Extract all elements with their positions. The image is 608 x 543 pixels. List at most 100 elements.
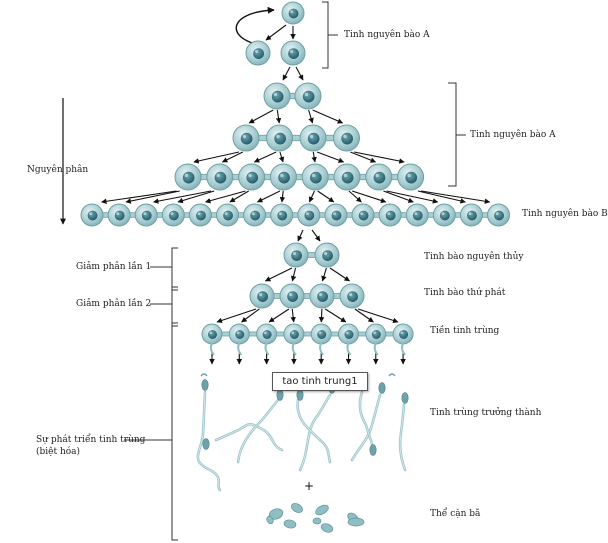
spermatogonia-a-row4-cell xyxy=(266,124,293,152)
label-spermatogonia-a-mid: Tinh nguyên bào A xyxy=(470,130,556,140)
division-arrow xyxy=(308,109,314,124)
division-arrow xyxy=(316,151,345,163)
division-arrow xyxy=(357,308,399,324)
spermatid-tail xyxy=(264,342,270,356)
sperm-head-tip xyxy=(388,373,396,377)
division-arrow xyxy=(311,229,321,242)
division-arrow xyxy=(324,308,347,323)
spermatogonia-a-row4-cell xyxy=(232,124,260,152)
division-arrow xyxy=(311,151,317,163)
tooltip: tao tinh trung1 xyxy=(272,372,368,391)
spermatid-cell xyxy=(365,323,387,345)
spermatogonia-a-row8-cell xyxy=(301,163,329,191)
division-arrow xyxy=(248,109,274,124)
spermatogonia-a-pair-cell xyxy=(294,82,322,110)
residual-body xyxy=(291,503,303,513)
spermatid-tail xyxy=(237,342,243,356)
bracket-meiosis-differentiation xyxy=(124,247,178,541)
label-differentiation-line1: Sự phát triển tinh trùng xyxy=(36,435,146,445)
division-arrow xyxy=(321,267,327,282)
division-arrow xyxy=(290,308,296,323)
division-arrow xyxy=(282,66,291,81)
spermatogonia-a-row8-cell xyxy=(206,163,234,191)
spermatogonia-a-row8-cell xyxy=(333,163,361,191)
mature-sperm xyxy=(350,382,386,462)
spermatogonia-b-row-cell xyxy=(107,203,131,227)
division-arrow xyxy=(264,267,293,282)
division-arrow xyxy=(317,190,335,203)
division-arrow xyxy=(295,66,304,81)
mature-sperm xyxy=(358,390,377,456)
division-arrow xyxy=(386,190,439,204)
spermatogonia-b-row-cell xyxy=(270,203,294,227)
mature-sperm xyxy=(398,392,409,472)
division-arrow xyxy=(329,267,350,282)
primary-spermatocyte-cell xyxy=(314,242,340,268)
spermatogonia-a-row8-cell xyxy=(269,163,297,191)
secondary-spermatocyte-cell xyxy=(279,283,305,309)
division-arrow xyxy=(279,190,286,203)
spermatogonia-b-row-cell xyxy=(161,203,185,227)
label-differentiation: Sự phát triển tinh trùng (biệt hóa) xyxy=(36,434,145,458)
residual-body xyxy=(312,517,322,525)
spermatid-cell xyxy=(283,323,305,345)
spermatogonia-b-row-cell xyxy=(351,203,375,227)
division-arrow xyxy=(352,190,387,204)
spermatogonia-a-cell xyxy=(245,40,271,66)
spermatogonia-a-row8-cell xyxy=(238,163,266,191)
secondary-spermatocyte-cell xyxy=(309,283,335,309)
spermatid-tail xyxy=(291,342,297,356)
residual-body xyxy=(283,519,297,529)
label-secondary-spermatocyte: Tinh bào thứ phát xyxy=(424,288,506,298)
spermatogonia-a-row4-cell xyxy=(299,124,327,152)
division-arrow xyxy=(297,229,304,242)
cell-layer xyxy=(80,1,510,345)
spermatid-cell xyxy=(310,323,332,345)
division-arrow xyxy=(275,109,282,124)
mature-sperm xyxy=(296,389,332,464)
spermatogonia-b-row-cell xyxy=(134,203,158,227)
spermatogonia-b-row-cell xyxy=(80,203,104,227)
label-mitosis: Nguyên phân xyxy=(27,165,89,175)
secondary-spermatocyte-cell xyxy=(339,283,365,309)
mature-sperm xyxy=(196,379,222,492)
residual-body xyxy=(320,523,334,533)
primary-spermatocyte-cell xyxy=(283,242,309,268)
division-arrow xyxy=(153,190,212,204)
sperm-head-tip xyxy=(200,373,208,377)
division-arrow xyxy=(216,308,257,324)
spermatogonia-a-row8-cell xyxy=(365,163,393,191)
division-arrow xyxy=(241,308,260,323)
division-arrow xyxy=(354,151,405,164)
spermatogonia-b-row-cell xyxy=(459,203,483,227)
spermatogonia-b-row-cell xyxy=(243,203,267,227)
division-arrows xyxy=(101,24,491,365)
division-arrow xyxy=(229,190,249,203)
spermatogonia-a-pair-cell xyxy=(263,82,291,110)
label-primary-spermatocyte: Tinh bào nguyên thủy xyxy=(424,252,524,262)
division-arrow xyxy=(193,151,240,164)
division-arrow xyxy=(265,24,287,41)
division-arrow xyxy=(253,151,277,163)
label-differentiation-line2: (biệt hóa) xyxy=(36,447,81,457)
bracket-spermatogonia-a-top xyxy=(322,1,338,69)
spermatogonia-a-row4-cell xyxy=(333,124,360,152)
spermatid-cell xyxy=(392,323,414,345)
division-arrow xyxy=(308,190,315,203)
spermatogonia-b-row-cell xyxy=(188,203,212,227)
residual-bodies-group xyxy=(266,503,365,533)
spermatid-cell xyxy=(256,323,278,345)
division-arrow xyxy=(177,190,215,204)
division-arrow xyxy=(290,267,297,282)
division-arrow xyxy=(256,190,281,203)
label-residual-bodies: Thể cặn bã xyxy=(430,509,481,519)
division-arrow xyxy=(268,308,290,323)
division-arrow xyxy=(221,151,244,163)
spermatogonia-b-row-cell xyxy=(487,203,510,227)
spermatid-cell xyxy=(228,323,250,345)
spermatogonia-a-stem-cell xyxy=(281,1,305,25)
spermatid-tail xyxy=(319,342,324,356)
spermatogonia-a-cell xyxy=(280,40,306,66)
division-arrow xyxy=(312,109,344,124)
spermatogonia-b-row-cell xyxy=(216,203,239,227)
